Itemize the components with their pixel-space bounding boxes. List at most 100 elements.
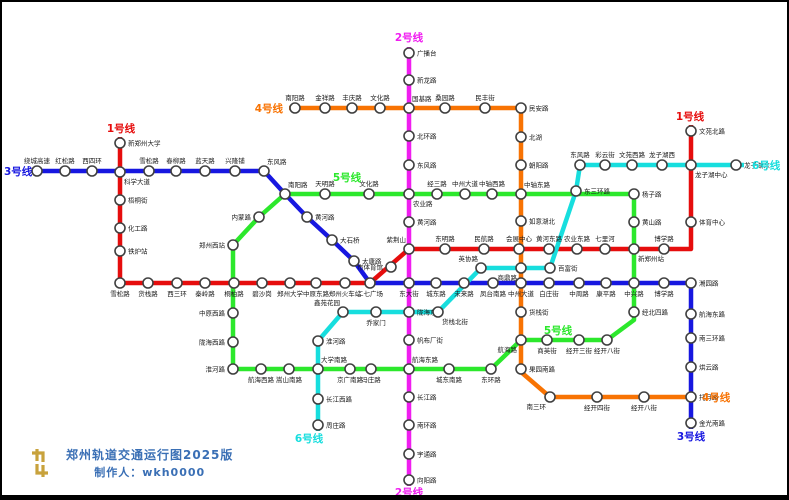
station-marker-line3 [170,165,182,177]
station-marker-line1 [403,243,415,255]
station-marker-line5 [515,334,527,346]
station-marker-line3 [543,277,555,289]
station-label: 丰庆路 [342,93,362,102]
station-marker-line1 [114,277,126,289]
station-marker-line3 [301,211,313,223]
station-marker-line2 [403,188,415,200]
station-label: 会展中心 [506,234,533,243]
station-marker-line6 [312,419,324,431]
station-label: 新龙路 [417,76,437,85]
station-marker-line6 [626,159,638,171]
station-marker-line6 [544,262,556,274]
station-label: 南三环路 [699,334,726,343]
zhengzhou-metro-logo-icon [32,449,48,477]
station-label: 中州大道 [508,289,535,298]
station-label: 中轴西路 [479,179,506,188]
station-label: 绕城高速 [24,156,51,165]
station-marker-line1 [310,277,322,289]
station-marker-line4 [289,102,301,114]
station-label: 航海路 [498,345,518,354]
station-label: 经三路 [427,179,447,188]
station-marker-line2 [403,47,415,59]
station-marker-line4 [515,363,527,375]
line-3-name-label: 3号线 [677,430,706,443]
station-label: 烘云路 [699,363,719,372]
station-marker-line2 [403,419,415,431]
station-marker-line5 [431,188,443,200]
station-marker-line4 [515,131,527,143]
station-marker-line2 [403,159,415,171]
station-marker-line4 [515,159,527,171]
station-marker-line5 [601,334,613,346]
station-label: 农业路 [413,199,433,208]
station-label: 紫荆山 [387,235,407,244]
station-marker-line5 [227,307,239,319]
station-label: 春柳路 [166,156,186,165]
line-6-name-label: 6号线 [295,432,324,445]
station-label: 郑州西站 [199,241,226,250]
station-marker-line3 [685,277,697,289]
station-marker-line4 [638,391,650,403]
station-marker-line4 [346,102,358,114]
station-marker-line2 [403,391,415,403]
line-1-name-label: 1号线 [107,122,136,135]
station-marker-line1 [142,277,154,289]
station-marker-line1 [256,277,268,289]
station-marker-line5 [283,363,295,375]
station-marker-line2 [403,216,415,228]
station-marker-line3 [573,277,585,289]
station-marker-line6 [515,262,527,274]
station-label: 商英街 [537,346,557,355]
station-label: 东大街 [399,289,419,298]
station-label: 雪松路 [139,156,159,165]
station-marker-line5 [227,363,239,375]
line-3-name-label: 3号线 [4,165,33,178]
station-marker-line3 [685,332,697,344]
station-label: 龙子湖中心 [695,170,728,179]
station-label: 七里河 [595,234,615,243]
station-marker-line6 [730,159,742,171]
station-marker-line1 [339,277,351,289]
station-marker-line3 [628,277,640,289]
station-marker-line4 [515,306,527,318]
station-label: 郑州大学 [277,289,304,298]
station-marker-line4 [479,102,491,114]
station-label: 西三环 [167,290,187,298]
station-label: 国基路 [412,94,432,103]
station-label: 向阳路 [417,476,437,485]
station-label: 凤台南路 [480,289,507,298]
station-label: 淮河路 [326,337,346,346]
station-label: 东明路 [435,234,455,243]
station-label: 广播台 [417,49,437,58]
station-label: 宇通路 [417,450,437,459]
station-label: 西四环 [82,157,102,165]
station-marker-line6 [432,306,444,318]
station-label: 康平路 [596,289,616,298]
station-marker-line5 [459,188,471,200]
station-label: 大石桥 [340,236,360,245]
station-label: 周庄路 [326,421,346,430]
station-label: 民安路 [529,104,549,113]
station-label: 黄河东路 [536,234,563,243]
station-marker-line6 [574,159,586,171]
station-marker-line1 [228,277,240,289]
station-label: 郑州火车站 [329,289,362,298]
station-marker-line2 [403,363,415,375]
station-marker-line3 [458,277,470,289]
station-marker-line5 [628,216,640,228]
station-label: 朝阳路 [529,161,549,170]
station-marker-line3 [199,165,211,177]
station-marker-line3 [515,277,527,289]
station-label: 梧桐街 [128,196,148,205]
station-label: 淮河路 [206,365,226,374]
station-marker-line2 [403,474,415,486]
station-label: 南阳路 [288,180,308,189]
station-label: 南三环 [527,402,547,411]
station-marker-line5 [227,336,239,348]
line-4-name-label: 4号线 [255,102,284,115]
station-marker-line5 [485,363,497,375]
station-label: 北湖 [529,133,543,142]
station-label: 航海西路 [248,375,275,384]
station-marker-line6 [570,185,582,197]
